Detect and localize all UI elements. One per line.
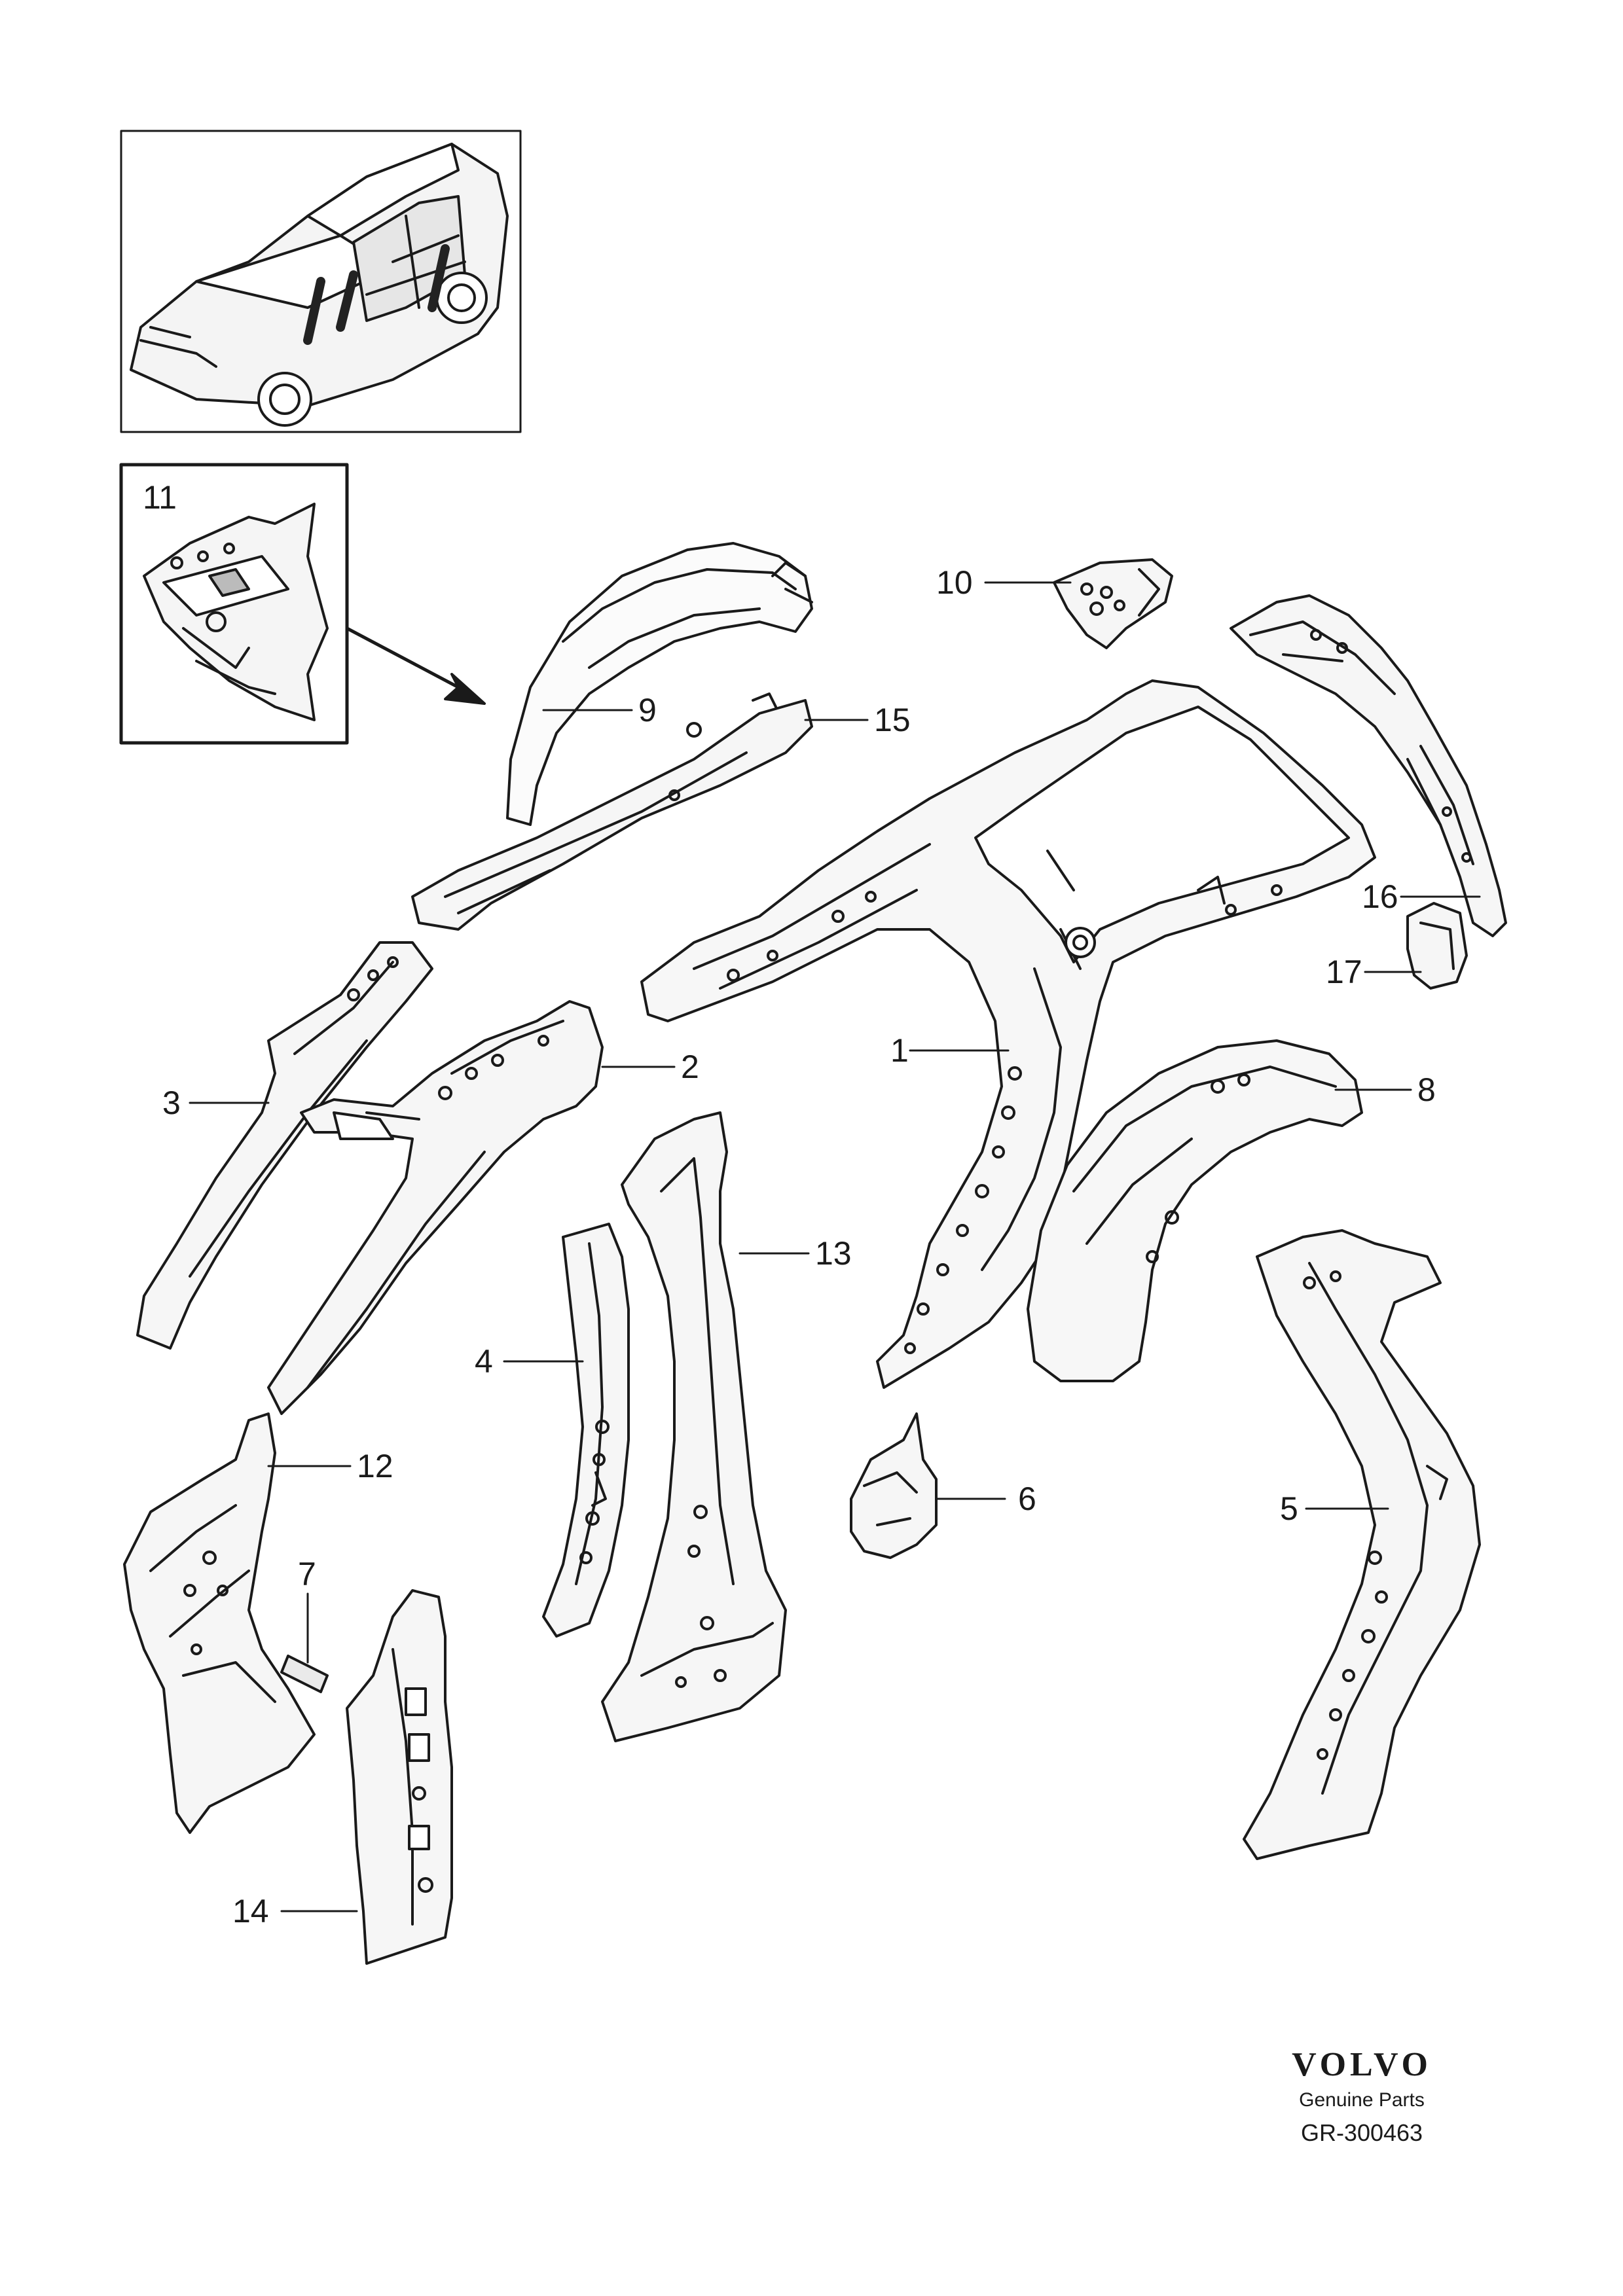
part-1-body-side-inner	[640, 679, 1376, 1389]
part-16-rear-panel-reinforcement	[1230, 594, 1507, 937]
part-11-detail-box	[119, 463, 486, 745]
part-7-rod	[280, 1655, 329, 1693]
part-4-b-pillar-inner	[542, 1223, 630, 1638]
callout-14: 14	[232, 1893, 269, 1929]
leader-lines	[189, 581, 1481, 1912]
part-17-clip	[1406, 902, 1468, 990]
callout-17: 17	[1326, 954, 1362, 990]
callout-13: 13	[815, 1235, 852, 1272]
callout-15: 15	[874, 702, 911, 738]
part-13-b-pillar	[601, 1111, 787, 1742]
callout-3: 3	[162, 1085, 181, 1121]
car-illustration	[130, 143, 509, 427]
callout-6: 6	[1018, 1480, 1036, 1517]
callout-9: 9	[638, 692, 657, 728]
part-11-label: 11	[143, 479, 177, 516]
callout-8: 8	[1417, 1071, 1436, 1108]
callout-7: 7	[298, 1556, 316, 1592]
part-3-a-pillar-reinforcement	[136, 941, 433, 1350]
callout-10: 10	[936, 564, 973, 601]
callout-4: 4	[475, 1343, 493, 1380]
part-14-a-pillar-lower	[346, 1589, 453, 1965]
part-15-roof-rail	[411, 692, 813, 931]
part-12-hinge-pillar	[123, 1412, 316, 1834]
drawing-code: GR-300463	[1300, 2119, 1423, 2146]
part-6-bracket	[850, 1412, 938, 1559]
genuine-parts-label: Genuine Parts	[1299, 2089, 1425, 2111]
vehicle-overview-inset	[120, 130, 522, 433]
callout-5: 5	[1280, 1490, 1298, 1527]
callout-16: 16	[1362, 878, 1398, 915]
part-8-wheelhouse-rear	[1027, 1039, 1363, 1382]
part-2-a-pillar-inner	[267, 1000, 604, 1415]
part-10-bracket	[1053, 558, 1173, 649]
part-5-c-pillar	[1243, 1229, 1481, 1860]
callout-1: 1	[890, 1032, 909, 1069]
volvo-logo: VOLVO	[1292, 2046, 1432, 2083]
callout-2: 2	[681, 1049, 699, 1085]
part-9-wheelhouse-upper	[506, 542, 813, 826]
callout-12: 12	[357, 1448, 393, 1484]
brand-block: VOLVO Genuine Parts GR-300463	[1257, 2045, 1467, 2147]
